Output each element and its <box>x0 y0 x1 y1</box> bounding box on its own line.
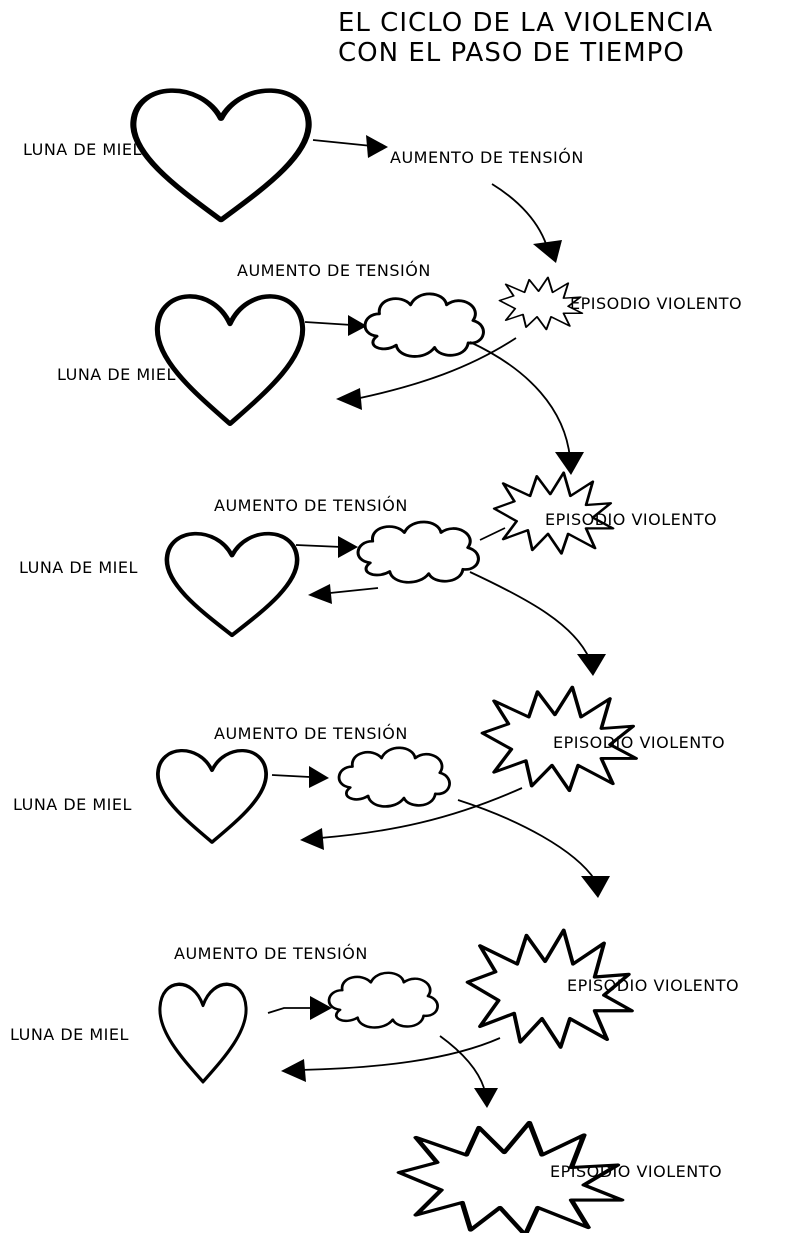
arrow-icon <box>267 139 596 1089</box>
tension-label: AUMENTO DE TENSIÓN <box>390 148 584 167</box>
arrow-icon <box>581 876 610 898</box>
honeymoon-label: LUNA DE MIEL <box>57 365 176 384</box>
heart-icon <box>156 748 268 845</box>
tension-label: AUMENTO DE TENSIÓN <box>214 724 408 743</box>
tension-label: AUMENTO DE TENSIÓN <box>214 496 408 515</box>
cloud-icon <box>327 971 439 1029</box>
heart-icon <box>158 982 248 1084</box>
violence-label: EPISODIO VIOLENTO <box>567 976 740 995</box>
arrow-icon <box>338 536 358 558</box>
arrow-icon <box>300 828 324 850</box>
arrow-icon <box>336 388 362 410</box>
violence-label: EPISODIO VIOLENTO <box>545 510 718 529</box>
heart-icon <box>133 91 308 220</box>
heart-icon <box>167 534 297 636</box>
cloud-icon <box>337 746 451 808</box>
violence-label: EPISODIO VIOLENTO <box>570 294 743 313</box>
arrow-icon <box>366 135 388 158</box>
arrow-icon <box>577 654 606 676</box>
arrow-icon <box>308 584 332 604</box>
honeymoon-label: LUNA DE MIEL <box>23 140 142 159</box>
tension-label: AUMENTO DE TENSIÓN <box>237 261 431 280</box>
tension-label: AUMENTO DE TENSIÓN <box>174 944 368 963</box>
violence-label: EPISODIO VIOLENTO <box>550 1162 723 1181</box>
title-line-1: EL CICLO DE LA VIOLENCIA <box>338 8 714 38</box>
honeymoon-label: LUNA DE MIEL <box>10 1025 129 1044</box>
arrow-icon <box>533 240 562 263</box>
arrow-icon <box>474 1088 498 1108</box>
honeymoon-label: LUNA DE MIEL <box>19 558 138 577</box>
arrow-icon <box>348 315 367 336</box>
violence-label: EPISODIO VIOLENTO <box>553 733 726 752</box>
title-line-2: CON EL PASO DE TIEMPO <box>338 38 685 68</box>
arrow-icon <box>309 766 329 788</box>
diagram-title: EL CICLO DE LA VIOLENCIA CON EL PASO DE … <box>338 8 778 68</box>
heart-icon <box>157 296 302 423</box>
arrow-icon <box>310 996 332 1020</box>
cloud-icon <box>363 292 485 358</box>
arrow-icon <box>281 1059 306 1082</box>
arrow-icon <box>555 452 584 475</box>
cloud-icon <box>356 520 480 584</box>
honeymoon-label: LUNA DE MIEL <box>13 795 132 814</box>
